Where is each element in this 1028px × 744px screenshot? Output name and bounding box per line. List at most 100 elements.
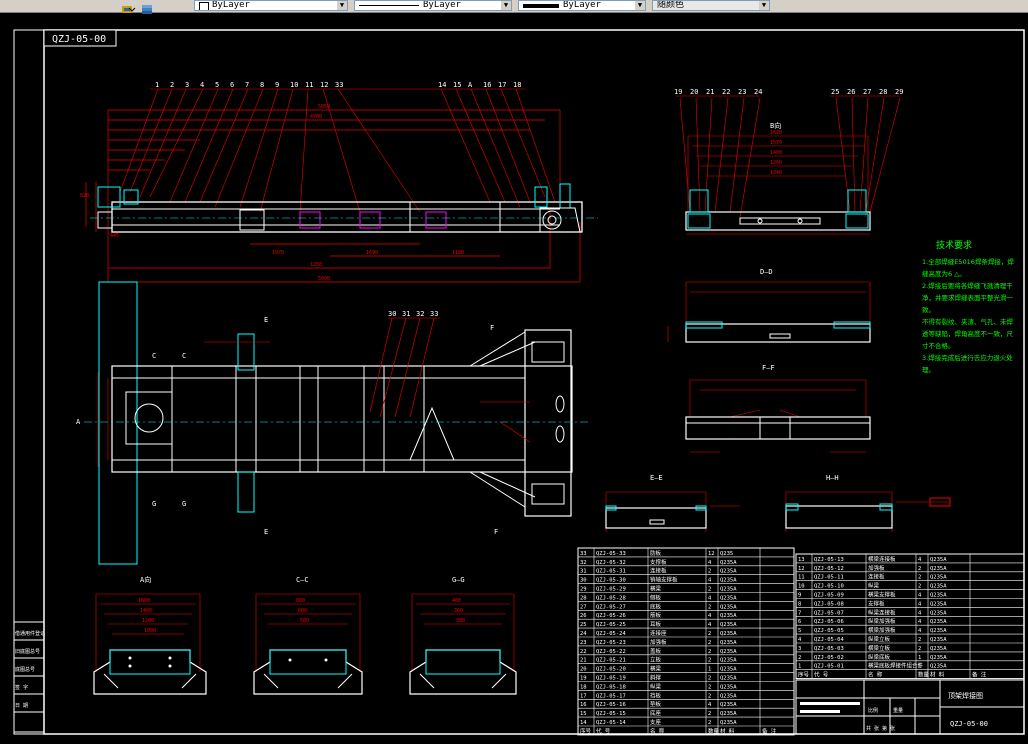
bom-cell-no: 24: [580, 631, 587, 637]
bom-cell-qty: 4: [918, 619, 922, 625]
bom-cell-no: 15: [580, 711, 587, 717]
tech-req-title: 技术要求: [936, 239, 972, 251]
bom-cell-code: QZJ-05-28: [596, 595, 626, 601]
title-tag: QZJ-05-00: [52, 34, 106, 45]
balloon-label: 25: [831, 88, 839, 96]
front-view: 1 2 3 4 5 6 7 8 9 10 11 12 33 14 15 A 16…: [80, 81, 598, 283]
chevron-down-icon[interactable]: ▼: [501, 1, 511, 10]
stamp-label: 旧底图总号: [15, 648, 40, 655]
bom-cell-qty: 4: [708, 622, 712, 628]
bom-cell-name: 加强板: [868, 564, 885, 572]
bom-cell-no: 1: [798, 664, 801, 670]
bom-cell-qty: 4: [918, 628, 922, 634]
balloon-label: 5: [215, 81, 219, 89]
linetype-control[interactable]: ByLayer ▼: [354, 0, 512, 11]
properties-toolbar: ByLayer ▼ ByLayer ▼ ByLayer ▼ 随颜色 ▼: [0, 0, 1028, 14]
bom-cell-qty: 2: [918, 584, 921, 590]
chevron-down-icon[interactable]: ▼: [759, 1, 769, 10]
bom-cell-qty: 2: [708, 720, 711, 726]
chevron-down-icon[interactable]: [128, 0, 136, 12]
bom-cell-name: 纵梁: [868, 582, 880, 590]
balloon-label: 11: [305, 81, 313, 89]
bom-cell-mat: Q235A: [720, 631, 737, 637]
bom-header-name: 名 称: [650, 727, 665, 735]
balloon-label: 21: [706, 88, 714, 96]
dimension-value: 445: [110, 233, 119, 239]
section-mark: A: [76, 418, 81, 426]
balloon-label: 33: [430, 310, 438, 318]
bom-cell-mat: Q235A: [930, 655, 947, 661]
bom-cell-mat: Q235A: [720, 676, 737, 682]
bom-cell-code: QZJ-05-13: [814, 557, 844, 563]
lineweight-control[interactable]: ByLayer ▼: [518, 0, 646, 11]
chevron-down-icon[interactable]: ▼: [337, 1, 347, 10]
bom-cell-code: QZJ-05-09: [814, 593, 844, 599]
bom-cell-name: 横梁: [650, 585, 662, 593]
bom-cell-code: QZJ-05-01: [814, 664, 844, 670]
bom-cell-name: 支座: [650, 718, 662, 726]
bom-cell-no: 21: [580, 658, 587, 664]
balloon-label: 24: [754, 88, 762, 96]
bom-cell-no: 33: [580, 551, 587, 557]
bom-cell-name: 加强板: [650, 638, 667, 646]
bom-cell-name: 横梁支撑板: [868, 591, 896, 599]
bom-cell-mat: Q235A: [720, 595, 737, 601]
section-mark: G: [152, 500, 156, 508]
bom-cell-no: 25: [580, 622, 587, 628]
dimension-value: 600: [298, 608, 307, 614]
color-control[interactable]: ByLayer ▼: [194, 0, 348, 11]
balloon-label: 28: [879, 88, 887, 96]
bom-cell-mat: Q235A: [930, 628, 947, 634]
bom-cell-qty: 4: [918, 557, 922, 563]
section-mark: F: [494, 528, 498, 536]
lineweight-control-value: ByLayer: [563, 0, 601, 10]
bom-cell-no: 16: [580, 702, 587, 708]
chevron-down-icon[interactable]: ▼: [635, 1, 645, 10]
balloon-label: 26: [847, 88, 855, 96]
bom-cell-code: QZJ-05-26: [596, 613, 626, 619]
bom-cell-mat: Q235A: [930, 646, 947, 652]
view-label: H—H: [826, 474, 839, 482]
bom-cell-mat: Q235A: [930, 566, 947, 572]
bom-cell-code: QZJ-05-31: [596, 569, 626, 575]
bom-cell-code: QZJ-05-02: [814, 655, 844, 661]
bom-cell-qty: 4: [918, 593, 922, 599]
balloon-label: 8: [260, 81, 264, 89]
bom-header-code: 代 号: [596, 727, 611, 735]
bom-header-no: 序号: [798, 671, 810, 679]
layer-state-icon[interactable]: [120, 0, 134, 13]
bom-cell-name: 横梁立板: [868, 644, 891, 652]
balloon-label: 29: [895, 88, 903, 96]
balloon-label: 23: [738, 88, 746, 96]
bom-cell-no: 19: [580, 676, 587, 682]
bom-cell-mat: Q235A: [720, 578, 737, 584]
plotstyle-control[interactable]: 随颜色 ▼: [652, 0, 770, 11]
c-section-view: C—C: [253, 576, 363, 695]
view-label: C—C: [296, 576, 309, 584]
bom-cell-name: 斜撑: [650, 674, 662, 682]
bom-cell-mat: Q235A: [720, 711, 737, 717]
bom-cell-code: QZJ-05-03: [814, 646, 844, 652]
dimension-value: 5000: [318, 276, 330, 282]
bom-cell-no: 17: [580, 693, 587, 699]
drawing-canvas[interactable]: QZJ-05-00 借通用件登记 旧底图总号 底图总号 签 字 日 期: [0, 12, 1028, 740]
bom-cell-name: 纵梁立板: [868, 635, 891, 643]
bom-cell-name: 纵梁底板: [868, 653, 891, 661]
bom-cell-name: 垫板: [650, 700, 662, 708]
balloon-label: 20: [690, 88, 698, 96]
sheet-label: 共 张 第 张: [866, 725, 895, 732]
balloon-label: 3: [185, 81, 189, 89]
bom-cell-name: 筋板: [650, 611, 662, 619]
bom-cell-mat: Q235A: [720, 667, 737, 673]
bom-cell-name: 底座: [650, 709, 662, 717]
bom-cell-mat: Q235A: [930, 637, 947, 643]
bom-cell-code: QZJ-05-12: [814, 566, 844, 572]
dimension-value: 1970: [272, 250, 284, 256]
bom-cell-no: 4: [798, 637, 802, 643]
balloon-label: 1: [155, 81, 159, 89]
section-mark: E: [264, 316, 268, 324]
bom-cell-no: 12: [798, 566, 805, 572]
dimension-value: 1000: [144, 628, 156, 634]
layers-icon[interactable]: [140, 0, 154, 14]
